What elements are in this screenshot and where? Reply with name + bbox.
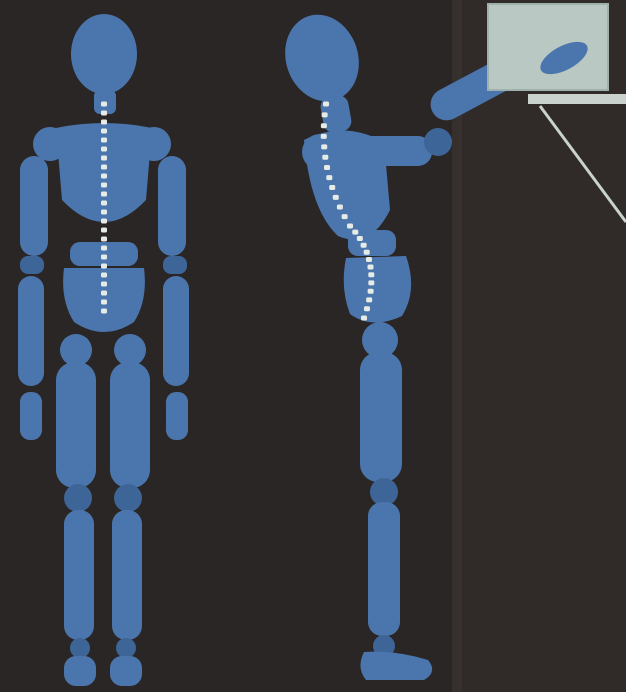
front-forearm-left — [18, 276, 44, 386]
front-spine-dot — [101, 102, 107, 107]
side-spine-dot — [322, 112, 328, 117]
side-spine-dot — [352, 230, 358, 235]
side-spine-dot — [321, 123, 327, 128]
front-spine-dot — [101, 219, 107, 224]
front-spine-dot — [101, 147, 107, 152]
front-spine-dot — [101, 201, 107, 206]
side-upper-arm — [326, 136, 432, 166]
front-elbow-left — [20, 256, 44, 274]
side-shin — [368, 502, 400, 636]
side-thigh — [360, 352, 402, 482]
front-spine-dot — [101, 111, 107, 116]
side-spine-dot — [364, 250, 370, 255]
side-spine-dot — [368, 280, 374, 285]
front-ankle-right — [116, 638, 136, 658]
screen-panel — [488, 4, 608, 90]
front-ankle-left — [70, 638, 90, 658]
front-spine-dot — [101, 237, 107, 242]
side-spine-dot — [347, 224, 353, 229]
side-spine-dot — [329, 185, 335, 190]
front-spine-dot — [101, 291, 107, 296]
front-spine-dot — [101, 282, 107, 287]
side-spine-dot — [368, 265, 374, 270]
front-spine-dot — [101, 273, 107, 278]
front-upper-arm-left — [20, 156, 48, 256]
front-hand-left — [20, 392, 42, 440]
front-forearm-right — [163, 276, 189, 386]
side-spine-dot — [366, 257, 372, 262]
front-thigh-right — [110, 362, 150, 488]
side-spine-dot — [368, 289, 374, 294]
front-thigh-left — [56, 362, 96, 488]
front-spine-dot — [101, 192, 107, 197]
front-spine-dot — [101, 129, 107, 134]
front-knee-left — [64, 484, 92, 512]
front-spine-dot — [101, 174, 107, 179]
front-hand-right — [166, 392, 188, 440]
front-spine-dot — [101, 138, 107, 143]
side-spine-dot — [357, 236, 363, 241]
front-head — [71, 14, 137, 94]
front-spine-dot — [101, 165, 107, 170]
front-elbow-right — [163, 256, 187, 274]
front-spine-dot — [101, 264, 107, 269]
side-spine-dot — [366, 297, 372, 302]
front-spine-dot — [101, 120, 107, 125]
front-spine-dot — [101, 309, 107, 314]
front-spine-dot — [101, 210, 107, 215]
side-spine-dot — [324, 165, 330, 170]
side-spine-dot — [322, 155, 328, 160]
front-foot-right — [110, 656, 142, 686]
front-spine-dot — [101, 228, 107, 233]
front-foot-left — [64, 656, 96, 686]
front-spine-dot — [101, 156, 107, 161]
side-spine-dot — [361, 243, 367, 248]
side-knee — [370, 478, 398, 506]
side-spine-dot — [337, 205, 343, 210]
side-spine-dot — [321, 134, 327, 139]
front-hip-right — [114, 334, 146, 366]
side-spine-dot — [368, 272, 374, 277]
screen-ledge — [528, 94, 626, 104]
front-spine-dot — [101, 183, 107, 188]
side-pelvis — [344, 256, 411, 323]
front-upper-arm-right — [158, 156, 186, 256]
front-shin-left — [64, 510, 94, 640]
front-hip-left — [60, 334, 92, 366]
side-elbow — [424, 128, 452, 156]
side-spine-dot — [326, 175, 332, 180]
front-shin-right — [112, 510, 142, 640]
side-spine-dot — [323, 102, 329, 107]
front-spine-dot — [101, 246, 107, 251]
side-spine-dot — [361, 316, 367, 321]
side-spine-dot — [333, 195, 339, 200]
side-spine-dot — [342, 214, 348, 219]
front-spine-dot — [101, 300, 107, 305]
side-spine-dot — [321, 144, 327, 149]
front-knee-right — [114, 484, 142, 512]
front-spine-dot — [101, 255, 107, 260]
side-spine-dot — [364, 306, 370, 311]
